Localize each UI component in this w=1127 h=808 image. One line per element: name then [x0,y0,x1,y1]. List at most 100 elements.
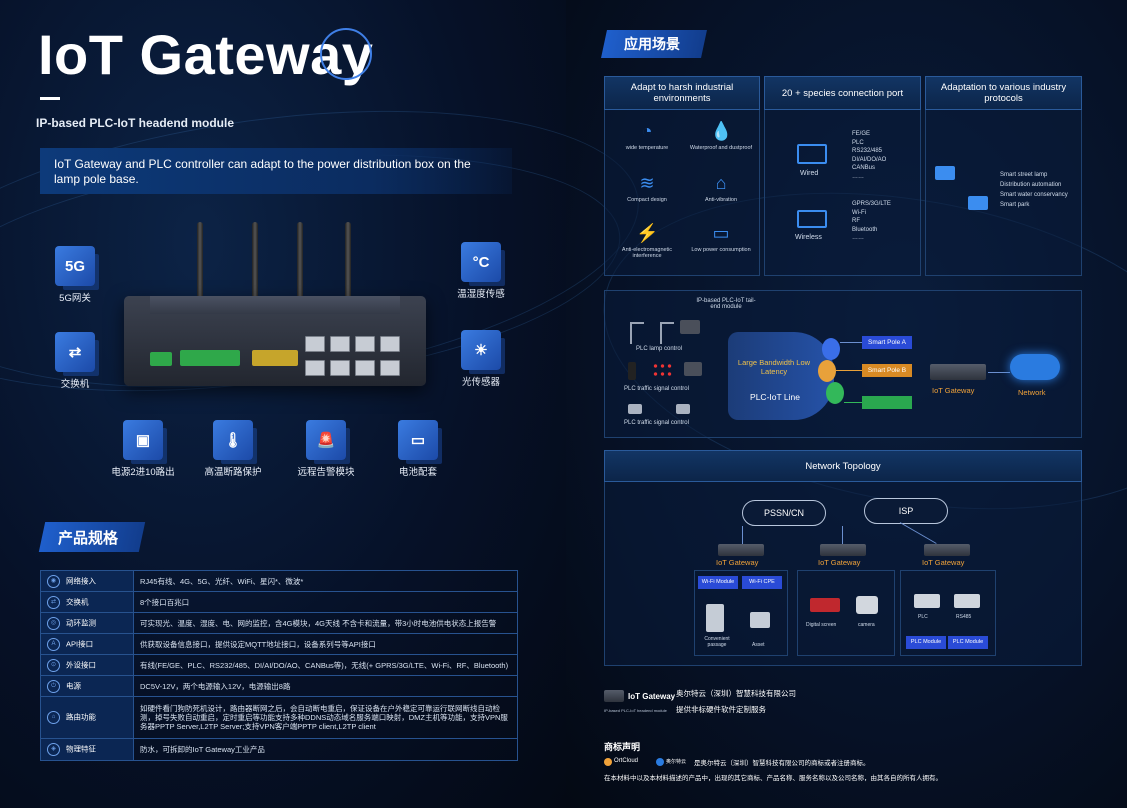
wireless-label: Wireless [795,234,822,241]
antenna [197,222,203,300]
topology-title: Network Topology [604,450,1082,482]
gateway-label: IoT Gateway [932,386,975,395]
gateway-label: IoT Gateway [922,558,965,567]
lightning-icon: ⚡ [636,223,659,243]
scenes-title: 应用场景 [624,36,680,52]
ethernet-port [330,360,350,376]
signal-grid-icon [652,362,672,378]
monitor-icon [935,166,955,180]
passage-label: Convenient passage [704,636,730,648]
passage-gate-icon [706,604,724,632]
gateway-device-top [150,296,400,314]
connector-line [840,342,862,343]
humidity-sensor-icon: °C [461,242,501,282]
ortcloud-logo-icon [604,758,612,766]
switch-icon: ⇄ [47,595,60,609]
5g-icon: 5G [55,246,95,286]
street-lamp-icon [660,322,674,344]
api-icon: A [47,637,60,651]
wifi-cpe-tag: Wi-Fi CPE [742,576,782,589]
footer-brand-sub: IP-based PLC-IoT headend module [604,708,667,713]
battery-low-icon: ▭ [712,223,730,243]
asset-label: Asset [752,642,765,648]
camera-device-icon [676,404,690,414]
table-row: ◎动环监测可实现光、温度、湿度、电、网的监控，含4G模块，4G天线 不含卡和流量… [40,612,518,634]
shield-icon: ◈ [47,743,60,756]
pssn-cloud: PSSN/CN [742,500,826,526]
trademark-title: 商标声明 [604,742,641,752]
water-drop-icon: 💧 [710,121,733,141]
power-terminal [150,352,172,366]
traffic-light-icon [628,362,636,380]
ethernet-port [380,336,400,352]
traffic-signal-label: PLC traffic signal control [624,420,689,426]
harsh-env-title: Adapt to harsh industrial environments [604,76,760,110]
feature-overheat: 🌡 高温断路保护 [188,420,278,478]
feature-5g: 5G 5G网关 [30,246,120,304]
feature-waterproof: 💧Waterproof and dustproof [689,121,753,151]
specs-title: 产品规格 [58,530,119,547]
ortcloud-cn-logo-icon [656,758,664,766]
feature-wide-temp: ◔wide temperature [625,121,669,151]
logo-ortcloud: OrtCloud [614,758,639,764]
plc-module-tag: PLC Module [948,636,988,649]
digital-screen-label: Digital screen [806,622,837,628]
feature-label: 高温断路保护 [204,467,262,478]
feature-label: 电源2进10路出 [111,467,175,478]
power-icon: ⏻ [47,679,60,693]
camera-icon [856,596,878,614]
iot-gateway-device-icon [930,364,986,380]
wireless-router-icon [797,210,827,228]
footer-company: 奥尔特云（深圳）智慧科技有限公司 [676,689,796,698]
green-terminal-block [180,350,240,366]
intro-banner [40,148,512,194]
house-icon: ⌂ [715,173,727,193]
antenna [252,222,258,300]
plc-line-label: PLC-IoT Line [750,392,800,402]
ethernet-port [355,336,375,352]
battery-icon: ▭ [398,420,438,460]
connector-line [844,402,862,403]
plc-label: PLC [918,614,928,620]
feature-label: 5G网关 [59,293,91,304]
light-sensor-icon: ☀ [461,330,501,370]
camera-label: camera [858,622,875,628]
feature-anti-vibration: ⌂Anti-vibration [704,173,738,203]
footer-brand: IoT Gateway [628,692,676,701]
wired-router-icon [797,144,827,164]
thermometer-icon: 🌡 [213,420,253,460]
street-lamp-icon [630,322,644,344]
digital-screen-icon [810,598,840,612]
plug-icon: ⊙ [47,658,60,672]
connector-line [842,526,843,544]
topology-panel [604,450,1082,666]
smart-pole-a: Smart Pole A [862,336,912,349]
title-underline [40,97,60,100]
alarm-icon: 🚨 [306,420,346,460]
tail-end-label: IP-based PLC-IoT tail-end module [696,298,756,310]
yellow-terminal-block [252,350,298,366]
fiber-orange [818,360,836,382]
page-subtitle: IP-based PLC-IoT headend module [36,116,235,130]
feature-humidity: °C 温湿度传感 [436,242,526,300]
plc-module-tag: PLC Module [906,636,946,649]
network-cloud-icon [1010,354,1060,380]
smart-pole-b: Smart Pole B [862,364,912,377]
wired-label: Wired [800,170,819,177]
plc-device-icon [914,594,940,608]
feature-compact: ≋Compact design [627,173,667,203]
logo-ortcloud-cn: 奥尔特云 [666,759,687,765]
wifi-module-tag: Wi-Fi Module [698,576,738,589]
lamp-control-label: PLC lamp control [636,346,683,352]
gateway-label: IoT Gateway [716,558,759,567]
network-label: Network [1018,388,1046,397]
feature-label: 交换机 [60,379,90,390]
monitor-icon [968,196,988,210]
